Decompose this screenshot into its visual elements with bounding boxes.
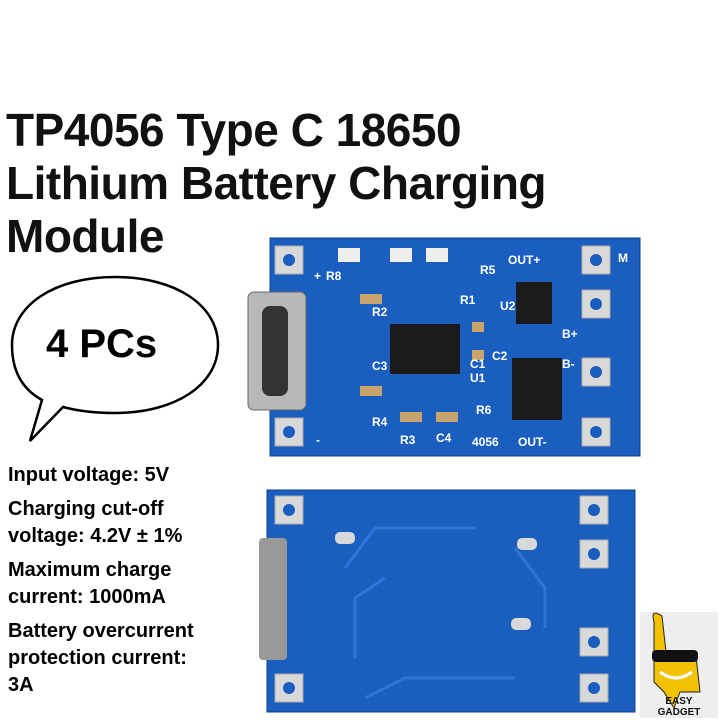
title-line: Lithium Battery Charging (6, 157, 547, 209)
svg-text:R2: R2 (372, 305, 388, 319)
label-out-minus: OUT- (518, 435, 547, 449)
label-b-minus: B- (562, 357, 575, 371)
svg-text:R5: R5 (480, 263, 496, 277)
svg-text:C4: C4 (436, 431, 452, 445)
svg-text:R1: R1 (460, 293, 476, 307)
svg-text:C2: C2 (492, 349, 508, 363)
svg-text:EASY: EASY (665, 696, 693, 707)
label-out-plus: OUT+ (508, 253, 540, 267)
label-b-plus: B+ (562, 327, 578, 341)
title-line: Module (6, 210, 164, 262)
svg-text:C1: C1 (470, 357, 486, 371)
easy-gadget-logo: EASY GADGET (640, 612, 718, 718)
tp4056-chip (390, 324, 460, 374)
quantity-badge: 4 PCs (46, 322, 158, 366)
protection-chip (512, 358, 562, 420)
svg-text:R6: R6 (476, 403, 492, 417)
svg-text:-: - (316, 433, 320, 447)
pcb-top-image: OUT+ OUT- B+ B- 4056 R1 R2 R3 R4 R5 R6 R… (247, 237, 641, 457)
svg-text:U1: U1 (470, 371, 486, 385)
svg-text:GADGET: GADGET (658, 707, 701, 718)
svg-text:U2: U2 (500, 299, 516, 313)
svg-text:R4: R4 (372, 415, 388, 429)
pcb-bottom-image (259, 489, 636, 713)
svg-text:R3: R3 (400, 433, 416, 447)
svg-text:+: + (314, 269, 321, 283)
svg-text:C3: C3 (372, 359, 388, 373)
label-chip: 4056 (472, 435, 499, 449)
speech-bubble (10, 275, 220, 442)
svg-text:R8: R8 (326, 269, 342, 283)
product-title: TP4056 Type C 18650 Lithium Battery Char… (6, 104, 547, 263)
svg-text:M: M (618, 251, 628, 265)
spec-item: Input voltage: 5V (8, 464, 170, 486)
title-line: TP4056 Type C 18650 (6, 104, 462, 156)
